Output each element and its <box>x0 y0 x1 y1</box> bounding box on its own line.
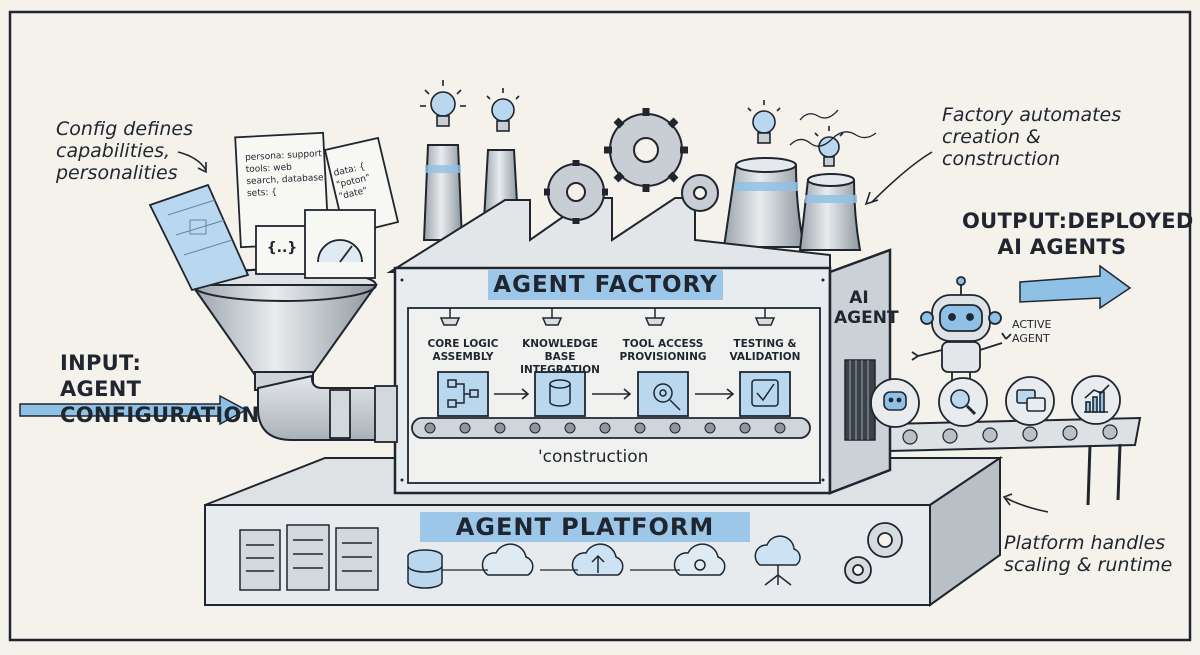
cooling-tower-2 <box>798 179 862 251</box>
chimney-left <box>422 144 464 241</box>
output-conveyor <box>844 416 1142 506</box>
gauge-card <box>304 209 376 279</box>
tools-icon <box>637 371 689 417</box>
cloud-gear-icon <box>673 543 726 576</box>
step-label: CORE LOGIC ASSEMBLY <box>427 338 499 363</box>
step-label: TOOL ACCESS PROVISIONING <box>619 338 707 363</box>
steam-lines <box>789 109 877 147</box>
factory-banner <box>488 270 723 300</box>
construction-label: 'construction <box>538 447 649 467</box>
platform-banner <box>420 512 750 542</box>
blueprint-scroll <box>148 183 250 292</box>
lightbulb-icon <box>420 80 466 127</box>
note-config-defines: Config defines capabilities, personaliti… <box>56 118 193 184</box>
cloud-upload-icon <box>571 543 624 576</box>
robot-agent-icon <box>911 276 1012 380</box>
code-braces-card <box>255 225 307 275</box>
step-label: KNOWLEDGE BASE INTEGRATION <box>520 338 600 376</box>
factory-title: AGENT FACTORY <box>493 272 718 298</box>
deployed-agents <box>870 276 1121 428</box>
flowchart-icon <box>437 371 489 417</box>
output-arrow <box>1019 264 1132 310</box>
config-documents <box>148 131 400 292</box>
input-arrow <box>19 394 248 426</box>
gears-icon <box>544 108 719 224</box>
note-factory-automates: Factory automates creation & constructio… <box>942 104 1122 170</box>
input-label: INPUT: AGENT CONFIGURATION <box>60 351 260 427</box>
platform-title: AGENT PLATFORM <box>455 513 715 541</box>
lightbulb-icon <box>486 88 520 132</box>
input-pipe <box>257 374 393 441</box>
cloud-network-icon <box>754 535 801 586</box>
agent-factory-building <box>386 144 892 495</box>
config-doc-line: tools: web search, database <box>245 162 324 188</box>
lightbulb-icon <box>747 100 781 144</box>
output-label: OUTPUT:DEPLOYED AI AGENTS <box>962 209 1194 259</box>
active-agent-label: ACTIVE AGENT <box>1012 318 1052 345</box>
platform-database-icon <box>407 549 443 589</box>
note-platform-handles: Platform handles scaling & runtime <box>1004 532 1173 576</box>
config-doc-text: persona: support tools: web search, data… <box>245 148 327 200</box>
server-icon <box>239 524 379 591</box>
outer-frame <box>8 10 1192 642</box>
checkmark-icon <box>739 371 791 417</box>
note-pointer-arrows <box>177 151 1049 513</box>
ai-agent-sign: AI AGENT <box>834 288 899 328</box>
cooling-tower-1 <box>722 164 806 248</box>
code-braces-text: {..} <box>266 240 298 256</box>
database-icon <box>534 371 586 417</box>
lightbulb-icons <box>420 80 844 167</box>
cloud-database-icon <box>481 543 534 576</box>
lightbulb-icon <box>814 126 844 167</box>
step-label: TESTING & VALIDATION <box>729 338 801 363</box>
platform-gears-icon <box>844 522 903 584</box>
